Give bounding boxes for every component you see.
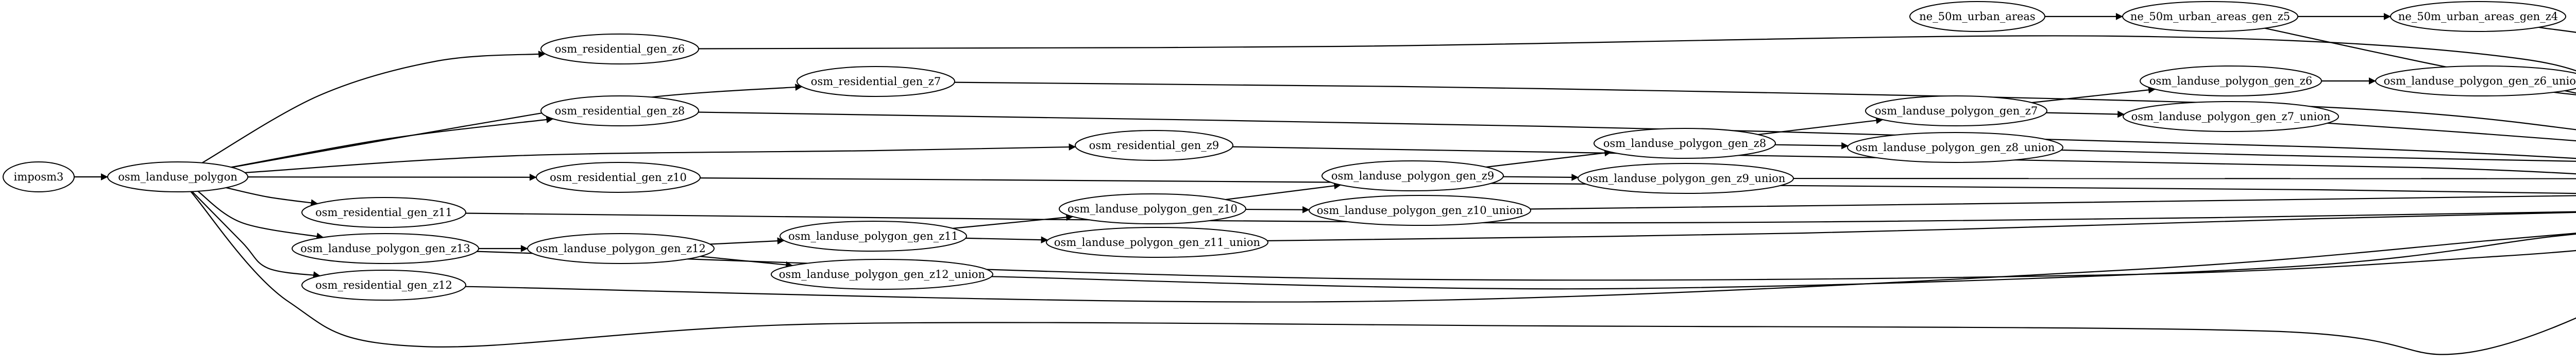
node-osm_residential_gen_z10: osm_residential_gen_z10 [536, 162, 701, 193]
edge-osm_landuse_polygon-to-osm_residential_gen_z7 [231, 84, 803, 168]
node-osm_landuse_polygon_gen_z12: osm_landuse_polygon_gen_z12 [527, 233, 715, 264]
node-osm_landuse_polygon_gen_z6: osm_landuse_polygon_gen_z6 [2140, 65, 2322, 96]
node-osm_landuse_polygon_gen_z6_union: osm_landuse_polygon_gen_z6_union [2375, 65, 2576, 96]
node-osm_landuse_polygon_gen_z8: osm_landuse_polygon_gen_z8 [1594, 128, 1776, 159]
edge-osm_residential_gen_z12-to-layer_landuse-z12 [465, 233, 2576, 303]
edge-osm_landuse_polygon-to-osm_residential_gen_z12 [192, 191, 320, 278]
edge-osm_residential_gen_z10-to-layer_landuse-z10 [700, 177, 2576, 194]
node-imposm3: imposm3 [3, 161, 75, 192]
edge-osm_landuse_polygon-to-osm_residential_gen_z9 [245, 143, 1076, 173]
node-label-osm_landuse_polygon_gen_z7_union: osm_landuse_polygon_gen_z7_union [2131, 110, 2331, 123]
edge-osm_landuse_polygon-to-layer_landuse-z14+ [190, 191, 2576, 355]
edge-osm_landuse_polygon-to-osm_landuse_polygon_gen_z13 [197, 190, 324, 240]
node-osm_residential_gen_z8: osm_residential_gen_z8 [540, 95, 699, 126]
node-osm_landuse_polygon_gen_z10: osm_landuse_polygon_gen_z10 [1059, 193, 1246, 224]
node-osm_landuse_polygon_gen_z9: osm_landuse_polygon_gen_z9 [1321, 160, 1504, 191]
node-osm_landuse_polygon: osm_landuse_polygon [107, 161, 248, 192]
edge-osm_residential_gen_z8-to-layer_landuse-z8 [698, 111, 2576, 159]
edge-osm_landuse_polygon_gen_z12_union-to-layer_landuse-z12 [991, 233, 2576, 290]
edge-osm_landuse_polygon_gen_z6_union-to-layer_landuse-z6 [2554, 91, 2576, 95]
node-ne_50m_urban_areas: ne_50m_urban_areas [1909, 1, 2045, 32]
node-label-osm_landuse_polygon_gen_z10: osm_landuse_polygon_gen_z10 [1067, 203, 1238, 215]
node-label-osm_landuse_polygon_gen_z10_union: osm_landuse_polygon_gen_z10_union [1317, 204, 1523, 217]
node-label-osm_landuse_polygon_gen_z11: osm_landuse_polygon_gen_z11 [788, 230, 958, 242]
node-osm_landuse_polygon_gen_z11: osm_landuse_polygon_gen_z11 [779, 221, 967, 252]
node-label-osm_landuse_polygon_gen_z9_union: osm_landuse_polygon_gen_z9_union [1586, 172, 1786, 185]
edge-osm_landuse_polygon-to-osm_residential_gen_z11 [226, 187, 318, 206]
node-label-osm_landuse_polygon_gen_z8: osm_landuse_polygon_gen_z8 [1603, 137, 1766, 150]
edge-osm_landuse_polygon_gen_z11-to-osm_landuse_polygon_gen_z10 [953, 213, 1074, 229]
node-label-osm_landuse_polygon_gen_z6_union: osm_landuse_polygon_gen_z6_union [2384, 75, 2576, 87]
edge-osm_residential_gen_z11-to-layer_landuse-z11 [465, 211, 2576, 224]
edge-osm_residential_gen_z9-to-layer_landuse-z9 [1232, 146, 2576, 175]
node-label-osm_landuse_polygon_gen_z7: osm_landuse_polygon_gen_z7 [1875, 105, 2038, 117]
edge-osm_landuse_polygon_gen_z8-to-osm_landuse_polygon_gen_z7 [1758, 117, 1884, 136]
node-label-osm_residential_gen_z8: osm_residential_gen_z8 [555, 105, 685, 117]
edge-osm_landuse_polygon_gen_z10_union-to-layer_landuse-z10 [1530, 195, 2576, 210]
node-label-osm_landuse_polygon_gen_z12_union: osm_landuse_polygon_gen_z12_union [779, 268, 985, 281]
node-osm_landuse_polygon_gen_z7: osm_landuse_polygon_gen_z7 [1865, 95, 2047, 126]
node-label-osm_landuse_polygon_gen_z9: osm_landuse_polygon_gen_z9 [1331, 170, 1494, 182]
edge-ne_50m_urban_areas_gen_z4-to-layer_landuse-z4 [2538, 26, 2576, 33]
node-label-osm_landuse_polygon_gen_z11_union: osm_landuse_polygon_gen_z11_union [1054, 236, 1260, 249]
node-osm_landuse_polygon_gen_z7_union: osm_landuse_polygon_gen_z7_union [2123, 101, 2339, 132]
node-label-osm_residential_gen_z7: osm_residential_gen_z7 [811, 75, 941, 88]
edge-osm_landuse_polygon_gen_z8-to-osm_landuse_polygon_gen_z8_union [1775, 142, 1849, 150]
node-label-osm_landuse_polygon_gen_z6: osm_landuse_polygon_gen_z6 [2149, 75, 2312, 87]
node-label-osm_landuse_polygon: osm_landuse_polygon [118, 171, 238, 183]
node-label-ne_50m_urban_areas: ne_50m_urban_areas [1919, 10, 2035, 23]
node-label-osm_residential_gen_z9: osm_residential_gen_z9 [1089, 139, 1219, 152]
node-label-osm_residential_gen_z12: osm_residential_gen_z12 [315, 279, 452, 291]
node-osm_landuse_polygon_gen_z12_union: osm_landuse_polygon_gen_z12_union [771, 259, 993, 290]
node-ne_50m_urban_areas_gen_z4: ne_50m_urban_areas_gen_z4 [2390, 1, 2566, 32]
edge-osm_landuse_polygon-to-osm_residential_gen_z6 [201, 51, 546, 163]
edge-osm_landuse_polygon_gen_z11-to-osm_landuse_polygon_gen_z11_union [965, 236, 1048, 243]
edge-osm_landuse_polygon_gen_z12-to-osm_landuse_polygon_gen_z11 [710, 237, 785, 245]
edge-osm_landuse_polygon_gen_z7_union-to-layer_landuse-z7 [2327, 122, 2576, 142]
edge-osm_residential_gen_z6-to-layer_landuse-z6 [698, 35, 2576, 72]
edge-osm_landuse_polygon_gen_z8_union-to-layer_landuse-z8 [2061, 149, 2576, 162]
node-osm_residential_gen_z11: osm_residential_gen_z11 [301, 197, 466, 228]
node-label-ne_50m_urban_areas_gen_z5: ne_50m_urban_areas_gen_z5 [2130, 10, 2290, 23]
node-osm_landuse_polygon_gen_z11_union: osm_landuse_polygon_gen_z11_union [1046, 227, 1268, 258]
node-label-ne_50m_urban_areas_gen_z4: ne_50m_urban_areas_gen_z4 [2398, 10, 2558, 23]
node-label-osm_landuse_polygon_gen_z12: osm_landuse_polygon_gen_z12 [536, 242, 706, 255]
edges-layer [74, 13, 2576, 355]
node-label-osm_residential_gen_z6: osm_residential_gen_z6 [555, 43, 685, 55]
node-osm_landuse_polygon_gen_z9_union: osm_landuse_polygon_gen_z9_union [1578, 163, 1794, 194]
edge-osm_landuse_polygon_gen_z11_union-to-layer_landuse-z11 [1267, 211, 2576, 241]
nodes-layer: imposm3 osm_landuse_polygon osm_residentia… [3, 1, 2576, 301]
node-label-imposm3: imposm3 [14, 171, 64, 183]
node-label-osm_landuse_polygon_gen_z13: osm_landuse_polygon_gen_z13 [300, 242, 470, 255]
node-label-osm_landuse_polygon_gen_z8_union: osm_landuse_polygon_gen_z8_union [1856, 141, 2055, 154]
node-osm_landuse_polygon_gen_z13: osm_landuse_polygon_gen_z13 [292, 233, 479, 264]
node-osm_landuse_polygon_gen_z10_union: osm_landuse_polygon_gen_z10_union [1309, 195, 1531, 226]
node-osm_residential_gen_z6: osm_residential_gen_z6 [540, 34, 699, 64]
edge-osm_landuse_polygon-to-osm_residential_gen_z8 [231, 116, 554, 168]
edge-osm_landuse_polygon_gen_z9-to-osm_landuse_polygon_gen_z8 [1486, 149, 1612, 168]
edge-osm_landuse_polygon_gen_z7-to-osm_landuse_polygon_gen_z7_union [2046, 110, 2125, 118]
edge-osm_landuse_polygon_gen_z7-to-osm_landuse_polygon_gen_z6 [2031, 86, 2156, 104]
node-osm_residential_gen_z7: osm_residential_gen_z7 [796, 66, 955, 97]
node-ne_50m_urban_areas_gen_z5: ne_50m_urban_areas_gen_z5 [2122, 1, 2298, 32]
edge-osm_landuse_polygon_gen_z10-to-osm_landuse_polygon_gen_z9 [1225, 182, 1342, 201]
node-label-osm_residential_gen_z11: osm_residential_gen_z11 [315, 206, 452, 219]
node-label-osm_residential_gen_z10: osm_residential_gen_z10 [550, 171, 687, 184]
edge-osm_landuse_polygon_gen_z10-to-osm_landuse_polygon_gen_z10_union [1245, 206, 1310, 213]
node-osm_residential_gen_z9: osm_residential_gen_z9 [1075, 130, 1233, 161]
node-osm_landuse_polygon_gen_z8_union: osm_landuse_polygon_gen_z8_union [1847, 132, 2063, 163]
node-osm_residential_gen_z12: osm_residential_gen_z12 [301, 270, 466, 301]
